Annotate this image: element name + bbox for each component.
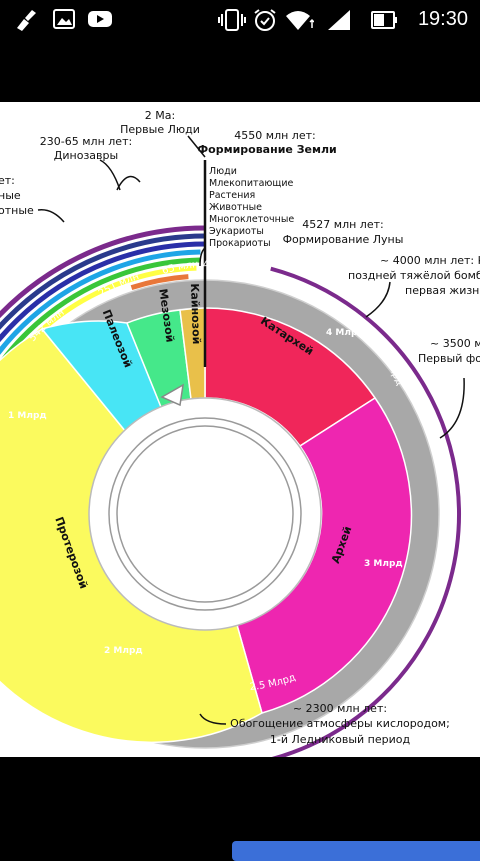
life-arc: [0, 241, 206, 343]
left-fragment-3: отные: [0, 204, 34, 217]
clock: 19:30: [417, 8, 468, 30]
status-bar: 19:30: [0, 0, 480, 40]
life-arc: [0, 249, 201, 356]
alarm-icon: [254, 9, 276, 31]
dino-time: 230-65 млн лет:: [40, 135, 132, 148]
earth-time: 4550 млн лет:: [234, 129, 315, 142]
ring-tick-4-6: 4.6 Млрд: [202, 259, 251, 273]
oxy-line-2: Обогощение атмосферы кислородом;: [230, 717, 450, 730]
life-arc: [0, 233, 206, 330]
time-arrow-circle: [108, 417, 302, 611]
photo-line-2: Первый фо: [418, 352, 480, 365]
life-item: Млекопитающие: [209, 178, 294, 189]
action-button[interactable]: [232, 841, 480, 861]
moon-time: 4527 млн лет:: [302, 218, 383, 231]
dino-label: Динозавры: [54, 149, 118, 162]
oxy-line-1: ~ 2300 млн лет:: [293, 702, 387, 715]
vibrate-icon: [218, 9, 246, 31]
humans-time: 2 Ма:: [145, 109, 175, 122]
life-item: Прокариоты: [209, 238, 271, 249]
bomb-line-2: поздней тяжёлой бомба: [348, 269, 480, 282]
life-arc: [130, 274, 189, 291]
left-fragment-2: ные: [0, 189, 21, 202]
life-item: Растения: [209, 190, 255, 201]
bottom-bar: [0, 757, 480, 861]
oxy-line-3: 1-й Ледниковый период: [270, 733, 411, 746]
image-icon: [53, 9, 75, 29]
life-item: Эукариоты: [209, 226, 264, 237]
life-arc: [0, 265, 197, 383]
inner-tick-2: 2 Млрд: [104, 646, 143, 656]
bomb-line-1: ~ 4000 млн лет: Ко: [380, 254, 480, 267]
life-item: Животные: [209, 202, 262, 213]
annotation-leaders: [37, 159, 465, 725]
geologic-time-diagram: Катархей Архей Протерозой Палеозой Мезоз…: [0, 109, 480, 757]
life-arcs: [0, 225, 206, 695]
image-viewer[interactable]: Катархей Архей Протерозой Палеозой Мезоз…: [0, 102, 480, 757]
youtube-icon: [88, 11, 112, 27]
wifi-icon: [286, 11, 314, 30]
inner-tick-3: 3 Млрд: [364, 559, 403, 569]
life-arc: [0, 225, 206, 319]
eon-label-kaynozoy: Кайнозой: [188, 283, 203, 344]
life-item: Многоклеточные: [209, 214, 294, 225]
time-arrow-head: [160, 383, 184, 407]
life-arc: [0, 257, 201, 369]
photo-line-1: ~ 3500 мл: [430, 337, 480, 350]
outer-purple-arc: [0, 258, 461, 757]
left-fragment-1: ет:: [0, 174, 15, 187]
broom-icon: [17, 10, 36, 31]
bomb-line-3: первая жизнь: [405, 284, 480, 297]
life-list: Люди Млекопитающие Растения Животные Мно…: [209, 166, 294, 249]
inner-tick-1: 1 Млрд: [8, 411, 47, 421]
humans-label: Первые Люди: [120, 123, 200, 136]
moon-label: Формирование Луны: [283, 233, 404, 246]
inner-tick-4: 4 Млрд: [326, 328, 365, 338]
life-item: Люди: [209, 166, 237, 177]
battery-icon: [371, 11, 397, 29]
signal-icon: [328, 10, 350, 30]
earth-label: Формирование Земли: [197, 143, 336, 156]
